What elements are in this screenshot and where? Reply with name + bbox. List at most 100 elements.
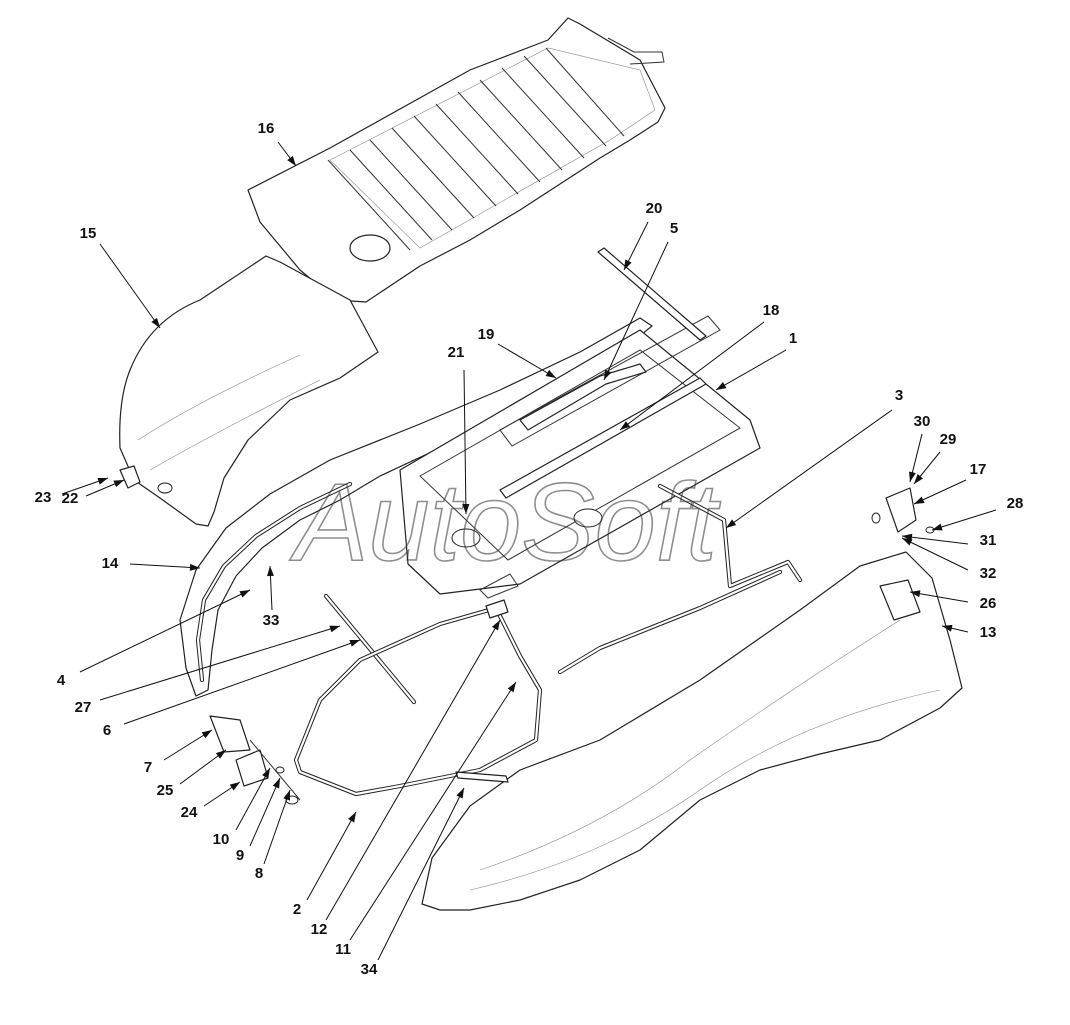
callout-tube-frame-left: 2 (293, 901, 301, 918)
leader-line-11 (349, 681, 517, 941)
arrowhead-4 (239, 590, 250, 598)
arrowhead-12 (491, 620, 500, 631)
arrowhead-16 (287, 155, 296, 166)
arrowhead-24 (229, 782, 240, 791)
arrowhead-13 (942, 624, 953, 632)
callout-lock-washer: 30 (914, 413, 931, 430)
arrowhead-10 (262, 768, 270, 779)
arrowhead-23 (97, 477, 108, 485)
callout-edge-seal: 33 (263, 612, 280, 629)
leader-line-28 (931, 509, 997, 531)
seal-strip-middle (499, 377, 707, 499)
lock-plate (871, 487, 935, 534)
arrowhead-26 (910, 590, 921, 598)
callout-rubber-pad: 34 (361, 961, 378, 978)
callout-front-latch-screw: 23 (35, 489, 52, 506)
callout-lock-plate: 17 (970, 461, 987, 478)
callout-lock-clip: 32 (980, 565, 997, 582)
arrowhead-7 (201, 730, 212, 739)
watermark: AutoSoft (289, 461, 721, 584)
latch-assembly (209, 715, 301, 805)
callout-hinge-bracket: 12 (311, 921, 328, 938)
callout-latch-body: 24 (181, 804, 198, 821)
callout-panel-screw: 26 (980, 595, 997, 612)
top-grille-panel (247, 17, 666, 303)
leader-line-19 (497, 343, 557, 379)
leader-line-27 (99, 625, 341, 701)
arrowhead-9 (272, 778, 280, 789)
callout-seal-strip-upper: 20 (646, 200, 663, 217)
leader-line-14 (129, 563, 201, 569)
leader-line-9 (249, 777, 281, 847)
arrowhead-6 (349, 640, 360, 647)
callout-latch-bolt: 8 (255, 865, 263, 882)
cross-bar (323, 593, 417, 705)
arrowhead-22 (113, 480, 124, 488)
leader-line-31 (901, 535, 969, 545)
arrowhead-14 (189, 563, 200, 571)
leader-line-4 (79, 589, 251, 673)
arrowhead-2 (348, 812, 356, 823)
callout-lock-nut: 28 (1007, 495, 1024, 512)
arrowhead-18 (620, 421, 631, 430)
callout-cross-bar: 6 (103, 722, 111, 739)
callout-side-panel-left: 14 (102, 555, 119, 572)
leader-line-5 (603, 241, 669, 381)
callout-lock-pin: 31 (980, 532, 997, 549)
arrowhead-11 (507, 682, 516, 693)
seal-strip-rear (519, 363, 647, 431)
leader-line-32 (901, 537, 969, 571)
callout-labels: 1234567891011121314151617181920212223242… (35, 120, 1024, 978)
leader-line-21 (463, 369, 467, 515)
callout-latch-nut: 10 (213, 831, 230, 848)
callout-seal-strip-top: 5 (670, 220, 678, 237)
callout-seal-strip-left: 4 (57, 672, 66, 689)
callout-lock-screw: 29 (940, 431, 957, 448)
arrowhead-28 (932, 523, 943, 531)
leader-line-12 (325, 619, 501, 921)
leader-line-18 (619, 321, 765, 431)
arrowhead-1 (716, 381, 727, 390)
callout-seal-strip-rear: 19 (478, 326, 495, 343)
callout-bar-nut: 27 (75, 699, 92, 716)
arrowhead-8 (283, 790, 290, 801)
callout-frame: 1 (789, 330, 797, 347)
seal-strip-upper (597, 247, 707, 341)
arrowhead-21 (462, 503, 470, 514)
callout-latch-spring: 25 (157, 782, 174, 799)
tube-frame-right (557, 483, 803, 675)
leader-line-6 (123, 639, 361, 725)
arrowhead-5 (604, 369, 612, 380)
arrowhead-29 (914, 474, 924, 484)
leader-line-2 (306, 811, 357, 901)
arrowhead-27 (329, 625, 340, 633)
callout-bracket-bolt: 11 (335, 941, 351, 958)
callout-side-panel-right: 13 (980, 624, 997, 641)
callout-tube-frame-right: 3 (895, 387, 903, 404)
tube-frame-left (293, 599, 543, 797)
arrowhead-32 (902, 538, 913, 546)
arrowhead-17 (914, 496, 925, 504)
arrowhead-20 (624, 259, 632, 270)
arrowhead-25 (215, 750, 226, 759)
leader-line-3 (725, 409, 893, 529)
leader-line-34 (377, 787, 465, 961)
arrowhead-34 (456, 788, 464, 799)
side-panel-right (421, 551, 963, 911)
callout-latch-plate: 7 (144, 759, 152, 776)
callout-front-cover: 15 (80, 225, 97, 242)
leader-line-15 (99, 243, 161, 329)
front-cover (119, 255, 379, 527)
arrowhead-15 (151, 317, 160, 328)
arrowhead-30 (909, 471, 916, 482)
arrowhead-3 (726, 519, 737, 528)
callout-front-latch: 22 (62, 490, 79, 507)
arrowhead-33 (266, 566, 274, 577)
callout-top-grille: 16 (258, 120, 275, 137)
leader-line-10 (235, 767, 271, 831)
arrowhead-19 (545, 369, 556, 378)
leader-line-1 (715, 349, 787, 391)
callout-inner-bolt: 21 (448, 344, 465, 361)
